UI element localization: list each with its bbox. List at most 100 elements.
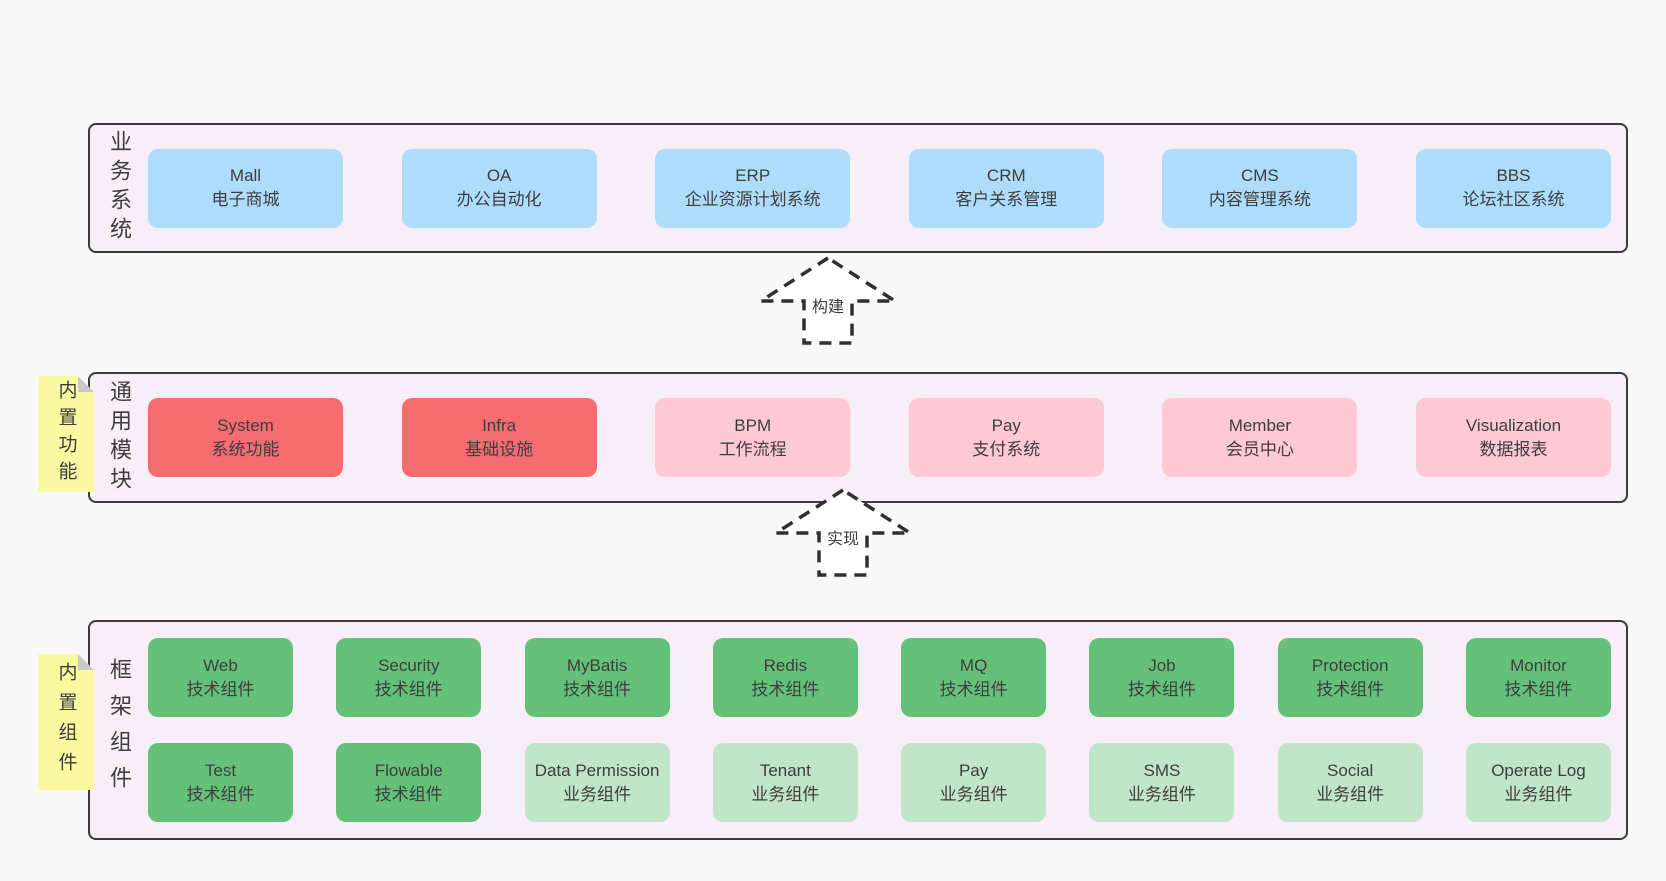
box-subtitle: 技术组件 [186,784,255,804]
box-title: Job [1148,655,1176,675]
box-subtitle: 技术组件 [374,784,443,804]
box-subtitle: 技术组件 [1504,679,1573,699]
box-web: Web 技术组件 [148,638,293,717]
box-subtitle: 技术组件 [186,679,255,699]
layer-label-common-modules: 通用模块 [90,380,148,496]
box-subtitle: 技术组件 [751,679,820,699]
layer-label-text: 框架组件 [107,658,132,802]
box-title: Flowable [374,760,443,780]
box-subtitle: 企业资源计划系统 [684,190,821,209]
arrow-build-label: 构建 [808,293,848,317]
common-modules-boxes: System 系统功能 Infra 基础设施 BPM 工作流程 Pay 支付系统… [148,398,1626,477]
arrow-up-implement: 实现 [773,487,913,578]
arrow-up-build: 构建 [758,255,898,346]
box-subtitle: 技术组件 [939,679,1008,699]
box-subtitle: 系统功能 [211,439,280,459]
box-title: Test [204,760,237,780]
box-title: Web [203,655,238,675]
box-social: Social 业务组件 [1277,743,1423,822]
box-mybatis: MyBatis 技术组件 [524,638,670,717]
box-pay-component: Pay 业务组件 [901,743,1047,822]
box-subtitle: 业务组件 [1316,784,1385,804]
box-title: Social [1327,760,1374,780]
box-bbs: BBS 论坛社区系统 [1415,148,1611,228]
layer-business-systems: 业务系统 Mall 电子商城 OA 办公自动化 ERP 企业资源计划系统 CRM… [88,123,1628,253]
box-title: Pay [991,415,1021,435]
framework-components-rows: Web 技术组件 Security 技术组件 MyBatis 技术组件 Redi… [148,638,1626,822]
box-subtitle: 业务组件 [1504,784,1573,804]
arrow-implement-label: 实现 [823,525,863,549]
box-title: Data Permission [534,760,660,780]
box-subtitle: 内容管理系统 [1208,190,1311,209]
box-title: MyBatis [566,655,628,675]
box-subtitle: 技术组件 [1127,679,1196,699]
sticky-note-text: 内置组件 [55,662,77,782]
framework-row-2: Test 技术组件 Flowable 技术组件 Data Permission … [148,743,1611,822]
box-subtitle: 支付系统 [972,439,1041,459]
box-title: System [217,415,274,435]
box-title: Redis [763,655,808,675]
box-test: Test 技术组件 [148,743,293,822]
box-title: CRM [986,166,1026,186]
box-job: Job 技术组件 [1089,638,1235,717]
box-cms: CMS 内容管理系统 [1162,148,1358,228]
box-title: Visualization [1465,415,1562,435]
box-subtitle: 业务组件 [1127,784,1196,804]
box-title: Mall [229,166,262,186]
box-title: BPM [734,415,772,435]
box-subtitle: 业务组件 [563,784,632,804]
box-title: OA [486,166,512,186]
box-subtitle: 工作流程 [718,439,787,459]
box-oa: OA 办公自动化 [401,148,597,228]
box-bpm: BPM 工作流程 [655,398,851,477]
box-visualization: Visualization 数据报表 [1415,398,1611,477]
layer-framework-components: 框架组件 Web 技术组件 Security 技术组件 MyBatis 技术组件… [88,620,1628,840]
box-subtitle: 客户关系管理 [955,190,1058,209]
box-erp: ERP 企业资源计划系统 [655,148,851,228]
sticky-note-text: 内置功能 [55,380,77,488]
box-title: SMS [1143,760,1181,780]
box-protection: Protection 技术组件 [1277,638,1423,717]
box-title: MQ [959,655,988,675]
box-system: System 系统功能 [148,398,343,477]
box-title: CMS [1240,166,1279,186]
box-subtitle: 业务组件 [751,784,820,804]
box-title: Tenant [759,760,811,780]
box-title: BBS [1496,166,1531,186]
box-flowable: Flowable 技术组件 [336,743,482,822]
box-subtitle: 论坛社区系统 [1462,190,1565,209]
box-mq: MQ 技术组件 [901,638,1047,717]
box-subtitle: 技术组件 [1316,679,1385,699]
framework-row-1: Web 技术组件 Security 技术组件 MyBatis 技术组件 Redi… [148,638,1611,717]
layer-label-business-systems: 业务系统 [90,130,148,246]
sticky-note-built-in-components: 内置组件 [38,654,94,790]
box-title: Monitor [1510,655,1567,675]
box-subtitle: 办公自动化 [456,190,542,209]
box-title: Infra [482,415,517,435]
box-pay-system: Pay 支付系统 [908,398,1104,477]
business-systems-boxes: Mall 电子商城 OA 办公自动化 ERP 企业资源计划系统 CRM 客户关系… [148,148,1626,228]
box-sms: SMS 业务组件 [1089,743,1235,822]
box-data-permission: Data Permission 业务组件 [524,743,670,822]
box-member: Member 会员中心 [1162,398,1358,477]
box-title: Operate Log [1491,760,1586,780]
layer-label-text: 通用模块 [107,379,132,496]
box-subtitle: 技术组件 [563,679,632,699]
box-operate-log: Operate Log 业务组件 [1465,743,1611,822]
box-mall: Mall 电子商城 [148,148,343,228]
box-redis: Redis 技术组件 [712,638,858,717]
box-subtitle: 会员中心 [1225,439,1294,459]
box-tenant: Tenant 业务组件 [712,743,858,822]
layer-common-modules: 通用模块 System 系统功能 Infra 基础设施 BPM 工作流程 Pay… [88,372,1628,503]
box-subtitle: 基础设施 [465,439,534,459]
box-title: ERP [735,166,771,186]
box-subtitle: 数据报表 [1479,439,1548,459]
box-title: Protection [1311,655,1389,675]
box-subtitle: 业务组件 [939,784,1008,804]
box-title: Member [1228,415,1292,435]
box-monitor: Monitor 技术组件 [1465,638,1611,717]
box-title: Security [378,655,440,675]
box-subtitle: 技术组件 [374,679,443,699]
box-infra: Infra 基础设施 [401,398,597,477]
